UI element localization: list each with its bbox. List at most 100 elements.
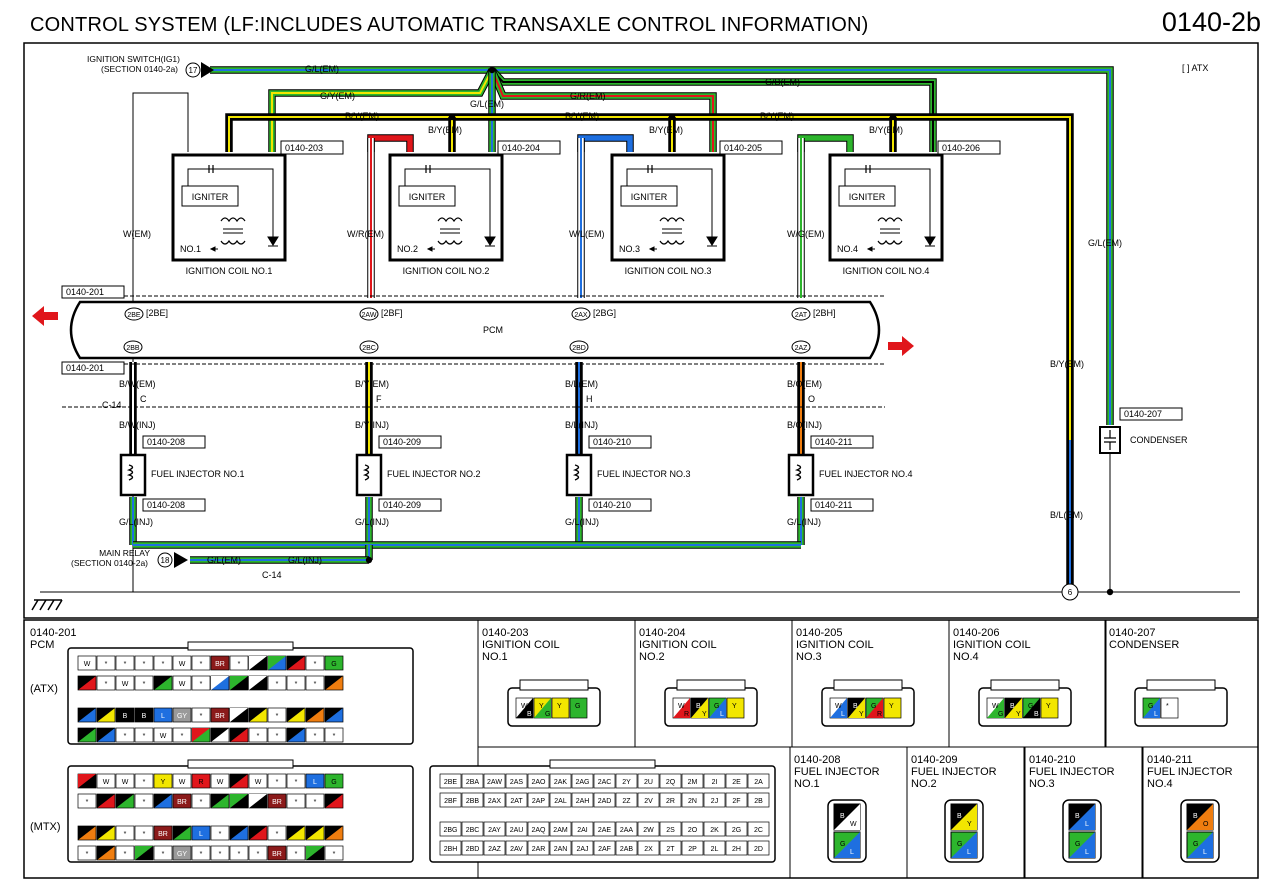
mtx-row4-pin <box>229 845 249 861</box>
panel-name: NO.2 <box>639 651 665 663</box>
mtx-row2-pin-text: * <box>295 799 298 806</box>
main-relay-terminal-no: 18 <box>161 556 170 565</box>
terminal-cell-label: 2AL <box>554 798 567 805</box>
injector-ref-box <box>378 498 442 512</box>
terminal-cell-label: 2P <box>688 846 697 853</box>
atx-row3-pin-text: * <box>200 713 203 720</box>
terminal-grid-body-latch <box>549 759 656 769</box>
coil-winding <box>437 217 463 245</box>
terminal-cell-label: 2J <box>711 798 718 805</box>
wire-label-by-em: B/Y(EM) <box>649 125 683 135</box>
atx-row4-pin <box>267 727 287 743</box>
wire-label-gl-em-right: G/L(EM) <box>1088 238 1122 248</box>
terminal-cell <box>571 821 594 837</box>
injector-wire-em-label: B/O(EM) <box>787 379 822 389</box>
terminal-cell <box>659 792 682 808</box>
atx-row4-pin-text: * <box>314 733 317 740</box>
coil-internal-wire <box>844 168 931 237</box>
ignition-switch-terminal <box>185 62 201 78</box>
atx-row2-pin <box>267 675 287 691</box>
atx-row4-pin <box>324 727 344 743</box>
c14-pin-label: O <box>808 394 815 404</box>
panel-pin-label: Y <box>539 703 544 710</box>
injector-label: FUEL INJECTOR NO.3 <box>597 469 691 479</box>
injector-pin-bottom-half <box>951 832 977 858</box>
wire-wl-em-top <box>578 135 633 152</box>
injector-ref-box <box>378 435 442 449</box>
panel-connector-latch <box>833 679 903 691</box>
pcm-pin-atx: [2BE] <box>146 308 168 318</box>
wire-label-by-em: B/Y(EM) <box>565 111 599 121</box>
wire-wg-em-top <box>798 135 853 152</box>
panel-pin-half <box>691 698 708 718</box>
coil-capacitor <box>425 165 431 173</box>
mtx-row4-pin <box>324 845 344 861</box>
injector-pin-bottom-half <box>1187 832 1213 858</box>
mtx-row3-pin-text: BR <box>158 831 168 838</box>
mtx-row3-pin <box>115 825 135 841</box>
injector-4-body <box>787 453 815 497</box>
terminal-cell-label: 2F <box>732 798 740 805</box>
atx-row1-pin-text: W <box>84 661 91 668</box>
atx-row3-pin <box>267 707 287 723</box>
terminal-cell-label: 2D <box>754 846 763 853</box>
mtx-row3-pin-half <box>230 826 248 840</box>
wire-gy-em-stripe <box>271 69 493 152</box>
pcm-label: PCM <box>483 325 503 335</box>
mtx-row2-pin-text: * <box>143 799 146 806</box>
injector-label: FUEL INJECTOR NO.4 <box>819 469 913 479</box>
wire-label-bl-em: B/L(EM) <box>1050 510 1083 520</box>
terminal-cell-label: 2AQ <box>531 827 546 834</box>
panel-pin-label: B <box>696 703 701 710</box>
injector-ref-box <box>142 498 206 512</box>
mtx-row4-pin-half <box>97 846 115 860</box>
component-layer: IGNITERNO.1IGNITERNO.2IGNITERNO.3IGNITER… <box>31 62 1183 611</box>
atx-row3-pin-half <box>78 708 96 722</box>
terminal-cell-label: 2AV <box>510 846 523 853</box>
atx-row3-pin-half <box>287 708 305 722</box>
coil-number: NO.1 <box>180 244 201 254</box>
terminal-cell-label: 2AJ <box>576 846 588 853</box>
wire-label-by-em: B/Y(EM) <box>428 125 462 135</box>
coil-label: IGNITION COIL NO.1 <box>186 266 273 276</box>
ignition-coil-1-box <box>171 153 287 262</box>
terminal-cell <box>571 840 594 856</box>
pcm-ref-bottom: 0140-201 <box>66 363 104 373</box>
atx-row3-pin <box>210 707 230 723</box>
terminal-cell-label: 2U <box>644 779 653 786</box>
injector-pin-label: G <box>1075 841 1080 848</box>
panel-name: NO.4 <box>953 651 979 663</box>
bottom-panel-0140-211 <box>1142 746 1259 879</box>
terminal-cell <box>527 821 550 837</box>
coil-ref: 0140-204 <box>502 143 540 153</box>
igniter-box <box>620 185 678 207</box>
mtx-row4-pin-text: * <box>295 851 298 858</box>
coil-ref: 0140-203 <box>285 143 323 153</box>
panel-pin-label: B <box>1010 703 1015 710</box>
coil-ref-box <box>497 140 561 155</box>
atx-row2-pin <box>96 675 116 691</box>
mtx-row1-pin-text: W <box>255 779 262 786</box>
diode-icon <box>484 236 496 247</box>
terminal-cell <box>571 773 594 789</box>
bottom-panel-0140-209 <box>906 746 1025 879</box>
injector-ref: 0140-211 <box>815 437 852 447</box>
pcm-pin-atx: [2BH] <box>813 308 836 318</box>
condenser-label: CONDENSER <box>1130 435 1188 445</box>
mtx-label: (MTX) <box>30 821 61 833</box>
injector-ref: 0140-209 <box>383 500 421 510</box>
pcm-pin-label: 2AT <box>795 312 808 319</box>
mtx-row1-pin-text: R <box>198 779 203 786</box>
injector-2-body <box>355 453 383 497</box>
panel-pin-label: R <box>684 711 689 718</box>
atx-row3-pin-half <box>325 708 343 722</box>
terminal-cell <box>593 840 616 856</box>
igniter-label: IGNITER <box>192 192 229 202</box>
terminal-cell <box>725 821 748 837</box>
spark-arrow-icon <box>866 246 875 252</box>
mtx-row4-pin-half <box>135 846 153 860</box>
wire-label-main-relay-gl-em: G/L(EM) <box>207 555 241 565</box>
mtx-row1-pin <box>305 773 325 789</box>
atx-row3-pin-half <box>97 708 115 722</box>
terminal-cell-label: 2AU <box>510 827 524 834</box>
